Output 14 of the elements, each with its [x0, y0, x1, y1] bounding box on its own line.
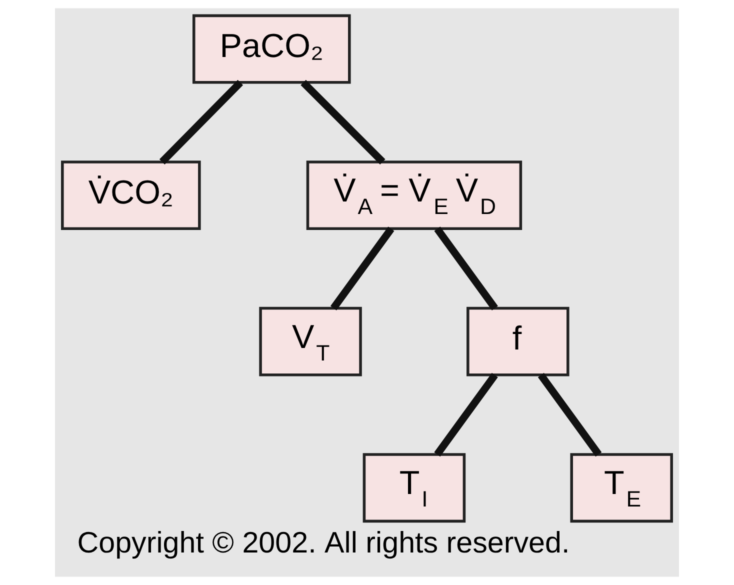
- node-box: PaCO₂: [192, 14, 351, 84]
- connector: [300, 80, 386, 164]
- connector: [434, 372, 498, 457]
- node-box: T$_{E}$: [570, 453, 673, 523]
- node-box: f: [466, 306, 570, 376]
- node-box: V̇CO₂: [61, 160, 201, 230]
- connector: [434, 226, 498, 310]
- node-box: V$_{T}$: [259, 306, 362, 376]
- connector: [159, 80, 244, 164]
- node-box: T$_{I}$: [362, 453, 466, 523]
- caption: Copyright © 2002. All rights reserved.: [77, 526, 570, 560]
- node-box: V̇$_{A}$ = V̇$_{E}$ V̇$_{D}$: [306, 160, 522, 230]
- connector: [330, 226, 394, 310]
- connector: [538, 372, 602, 457]
